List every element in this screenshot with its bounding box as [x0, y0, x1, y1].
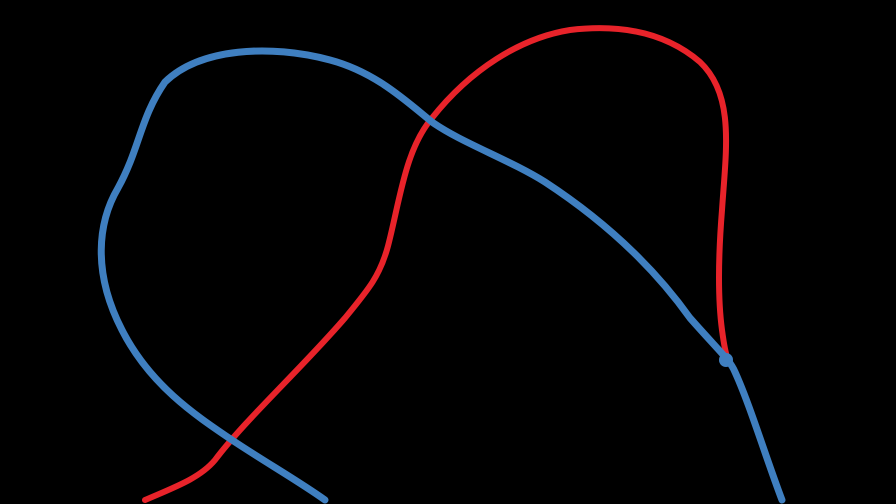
junction-marker [719, 353, 733, 367]
red-curve [142, 25, 731, 503]
blue-curve [97, 47, 786, 504]
